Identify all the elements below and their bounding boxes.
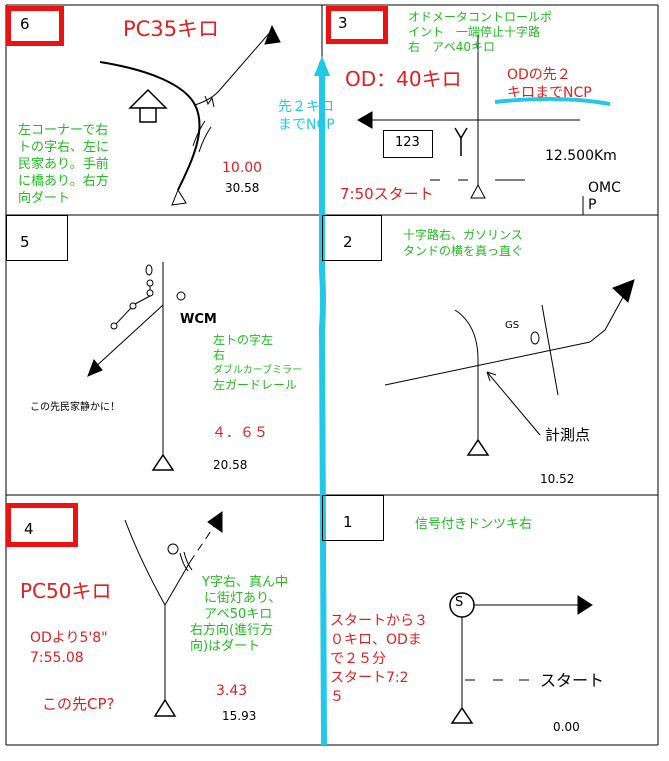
cell-5-warning: この先民家静かに！ [30, 402, 120, 413]
cell-4-time: 3.43 [216, 683, 248, 699]
cell-2-number-box [322, 215, 382, 261]
cell-4-note: Y字右、真ん中 に街灯あり、 アベ50キロ 右方向(進行方 向)はダート [190, 575, 288, 654]
cell-2-diagram [384, 279, 635, 456]
ncp-arrow-icon [314, 56, 330, 76]
cell-3-diagram [356, 35, 611, 215]
cell-1-number-box [322, 495, 384, 541]
cell-6-diagram [99, 24, 281, 206]
cell-4-distance: 15.93 [222, 709, 257, 723]
cell-4-number-box [6, 503, 78, 547]
cell-5-number-box [6, 215, 68, 261]
cell-3-sign: 123 [395, 135, 420, 150]
cell-1-start-label: スタート [540, 671, 605, 690]
cell-4-diagram [124, 511, 223, 717]
cell-6-note: 左コーナーで右 トの字右、左に 民家あり。手前 に橋あり。右方 向ダート [18, 123, 110, 206]
cell-3-ncp-note: 先２キロ までNCP [278, 99, 335, 133]
cell-4-number: 4 [24, 520, 34, 538]
cell-2-gs-label: GS [505, 320, 520, 331]
cell-2-note: 十字路右、ガソリンス タンドの横を真っ直ぐ [403, 228, 524, 258]
cell-1-start-note: スタートから３ ０キロ、ODま で２５分 スタート7:2 ５ [330, 613, 428, 705]
cell-2-distance: 10.52 [540, 472, 575, 486]
cell-5-note: 左トの字左 右 ダブルカーブミラー 左ガードレール [213, 333, 303, 392]
cell-3-start-time: 7:50スタート [340, 185, 434, 203]
cell-3-number: 3 [338, 14, 348, 32]
cell-1-diagram [449, 592, 593, 724]
cell-1-distance: 0.00 [553, 720, 580, 734]
cell-4-od: ODより5'8" 7:55.08 [30, 630, 108, 666]
cell-2-number: 2 [343, 233, 353, 251]
cell-6-title: PC35キロ [123, 17, 220, 41]
cell-5-diagram [87, 262, 186, 471]
cell-4-cp-note: この先CP? [42, 695, 115, 713]
cell-3-number-box [326, 6, 388, 44]
cell-2-measure-point: 計測点 [545, 426, 591, 444]
cell-1-note: 信号付きドンツキ右 [415, 517, 533, 532]
cell-6-time: 10.00 [222, 160, 263, 176]
cell-5-time: ４．６５ [212, 425, 268, 441]
cell-1-number: 1 [343, 513, 353, 531]
cell-4-title: PC50キロ [20, 579, 112, 603]
cell-5-wcm: WCM [180, 312, 217, 327]
cell-3-note: オドメータコントロールポ イント 一端停止十字路 右 アベ40キロ [408, 10, 553, 54]
cell-5-distance: 20.58 [213, 458, 248, 472]
cell-5-number: 5 [20, 233, 30, 251]
cell-6-distance: 30.58 [225, 181, 260, 195]
cell-3-od: OD：40キロ [345, 67, 462, 91]
cell-3-sign-box [383, 130, 433, 158]
cell-3-distance: 12.500Km [545, 148, 617, 164]
cell-6-number: 6 [20, 15, 30, 33]
cell-6-number-box [6, 6, 64, 46]
ncp-line [318, 62, 327, 746]
cell-1-start-s: S [455, 595, 464, 610]
cell-3-omcp: OMC P [588, 180, 621, 213]
cell-3-od-note: ODの先２ キロまでNCP [507, 67, 592, 101]
